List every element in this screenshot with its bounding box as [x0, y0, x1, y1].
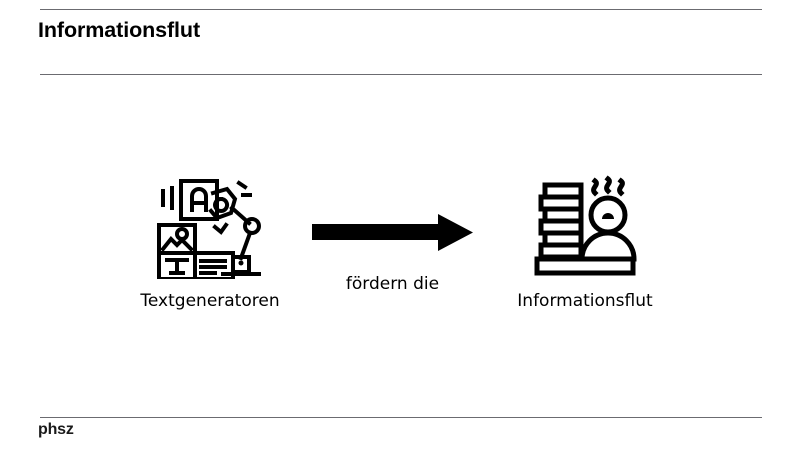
diagram-node-informationsflut: Informationsflut	[505, 175, 665, 312]
diagram: Textgeneratoren fördern die	[0, 165, 800, 315]
diagram-connector-label: fördern die	[345, 274, 440, 294]
diagram-node-label-target: Informationsflut	[517, 291, 653, 311]
footer-rule	[40, 417, 762, 418]
header-rule-bottom	[40, 74, 762, 75]
diagram-node-label-source: Textgeneratoren	[140, 291, 280, 311]
diagram-connector	[310, 213, 475, 253]
right-arrow-icon	[312, 214, 473, 251]
diagram-node-textgeneratoren: Textgeneratoren	[130, 175, 290, 312]
robot-arm-text-generator-icon	[130, 175, 290, 284]
document-stack-stressed-person-icon	[505, 175, 665, 284]
footer-logo: phsz	[38, 421, 74, 438]
header-rule-top	[40, 9, 762, 10]
page-title: Informationsflut	[38, 18, 201, 42]
